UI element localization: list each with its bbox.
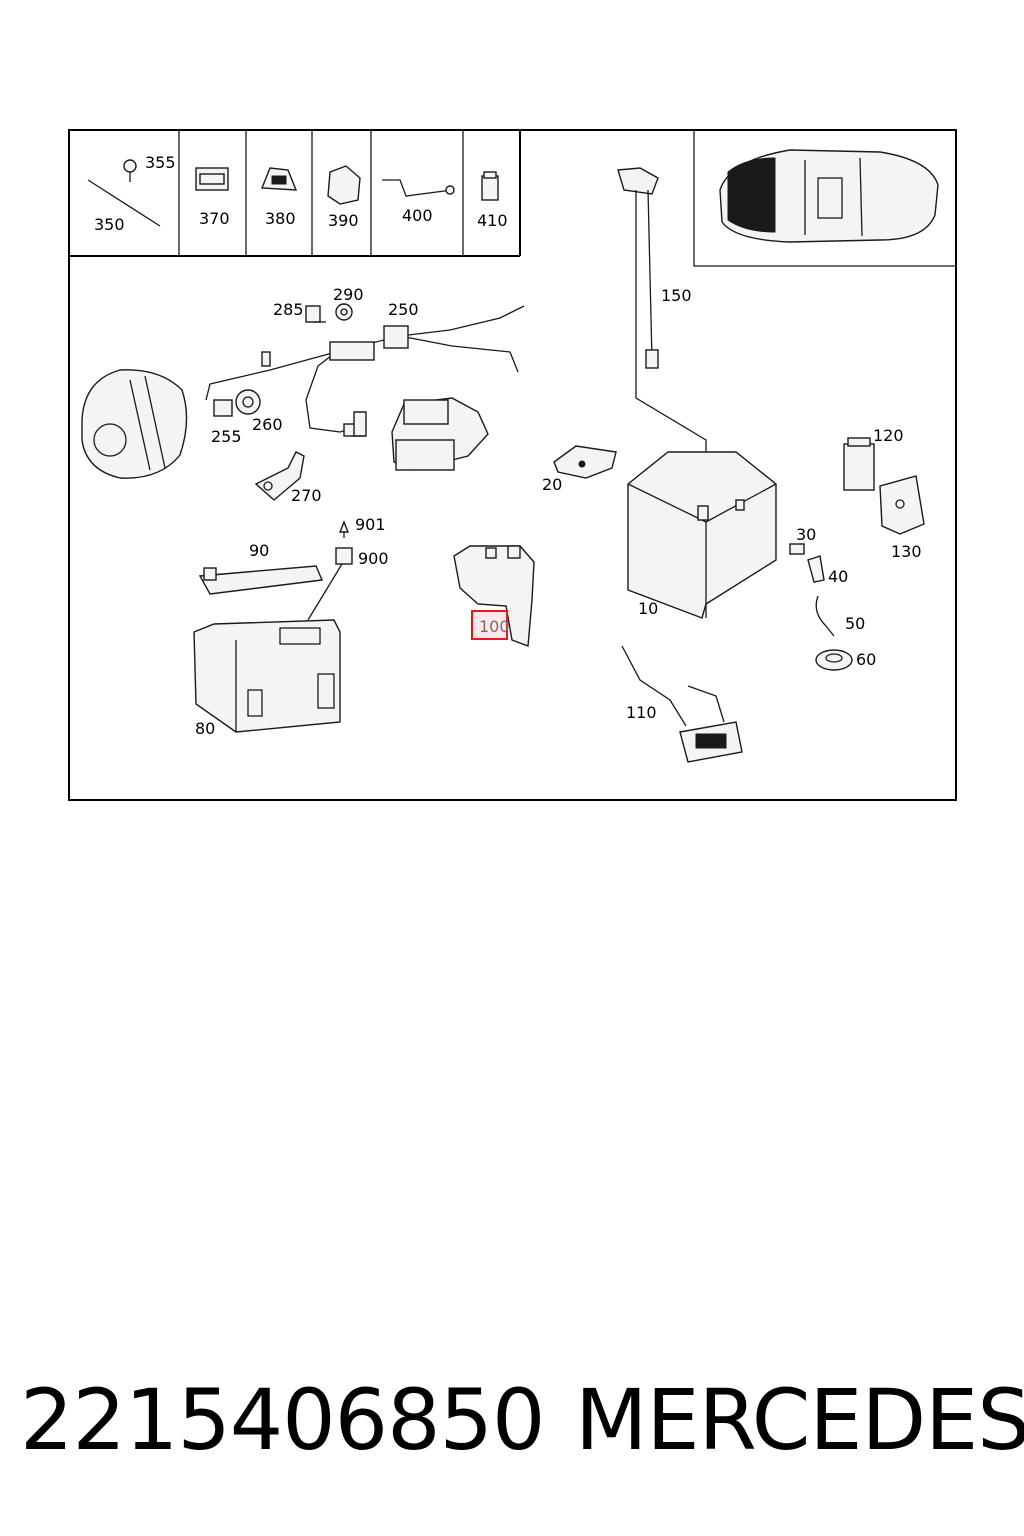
part-80-fusebox [193,619,341,733]
part-100-terminal [453,545,535,647]
highlighted-callout-100[interactable]: 100 [471,610,510,640]
callout-290: 290 [333,285,364,304]
part-270-bracket [254,451,305,501]
part-30-fitting [789,543,805,555]
callout-901: 901 [355,515,386,534]
part-120-module [843,437,875,491]
part-260-nut [235,389,261,415]
callout-150: 150 [661,286,692,305]
callout-350: 350 [94,215,125,234]
callout-110: 110 [626,703,657,722]
part-380-clip [260,167,298,191]
part-10-battery [627,451,777,619]
callout-80: 80 [195,719,215,738]
callout-285: 285 [273,300,304,319]
part-255-nut [213,399,233,417]
callout-380: 380 [265,209,296,228]
callout-10: 10 [638,599,658,618]
callout-60: 60 [856,650,876,669]
callout-270: 270 [291,486,322,505]
part-290-washer [335,303,353,321]
part-alternator [81,369,188,479]
part-50-hose [815,595,835,637]
part-390-clip [327,165,361,205]
callout-370: 370 [199,209,230,228]
part-370-clip [195,167,229,191]
part-130-bracket [879,475,925,535]
part-901-pin [338,520,350,538]
part-90-cover [198,565,324,595]
part-900-relay [307,547,353,621]
footer: 2215406850 MERCEDES [0,1370,1024,1480]
vehicle-thumbnail [693,130,956,267]
callout-50: 50 [845,614,865,633]
parts-diagram: 355 350 370 380 390 400 410 150 285 290 … [68,129,957,801]
part-350-bolt [87,159,161,227]
part-60-grommet [815,649,853,671]
callout-260: 260 [252,415,283,434]
callout-255: 255 [211,427,242,446]
callout-20: 20 [542,475,562,494]
small-parts-table [69,130,521,257]
part-20-cover [553,445,617,479]
callout-90: 90 [249,541,269,560]
part-410-nut [481,171,499,201]
part-40-elbow [807,555,825,583]
callout-130: 130 [891,542,922,561]
part-number: 2215406850 [20,1371,545,1469]
callout-100: 100 [479,617,510,636]
diagram-frame [68,129,957,801]
callout-40: 40 [828,567,848,586]
part-starter-motor [391,397,489,471]
brand-name: MERCEDES [575,1371,1024,1469]
part-400-bracket [382,179,455,197]
part-110-sensor [621,645,743,763]
callout-120: 120 [873,426,904,445]
callout-410: 410 [477,211,508,230]
part-285-bolt [305,305,326,323]
callout-390: 390 [328,211,359,230]
callout-250: 250 [388,300,419,319]
part-250-harness [205,305,525,437]
callout-900: 900 [358,549,389,568]
callout-400: 400 [402,206,433,225]
callout-30: 30 [796,525,816,544]
callout-355: 355 [145,153,176,172]
